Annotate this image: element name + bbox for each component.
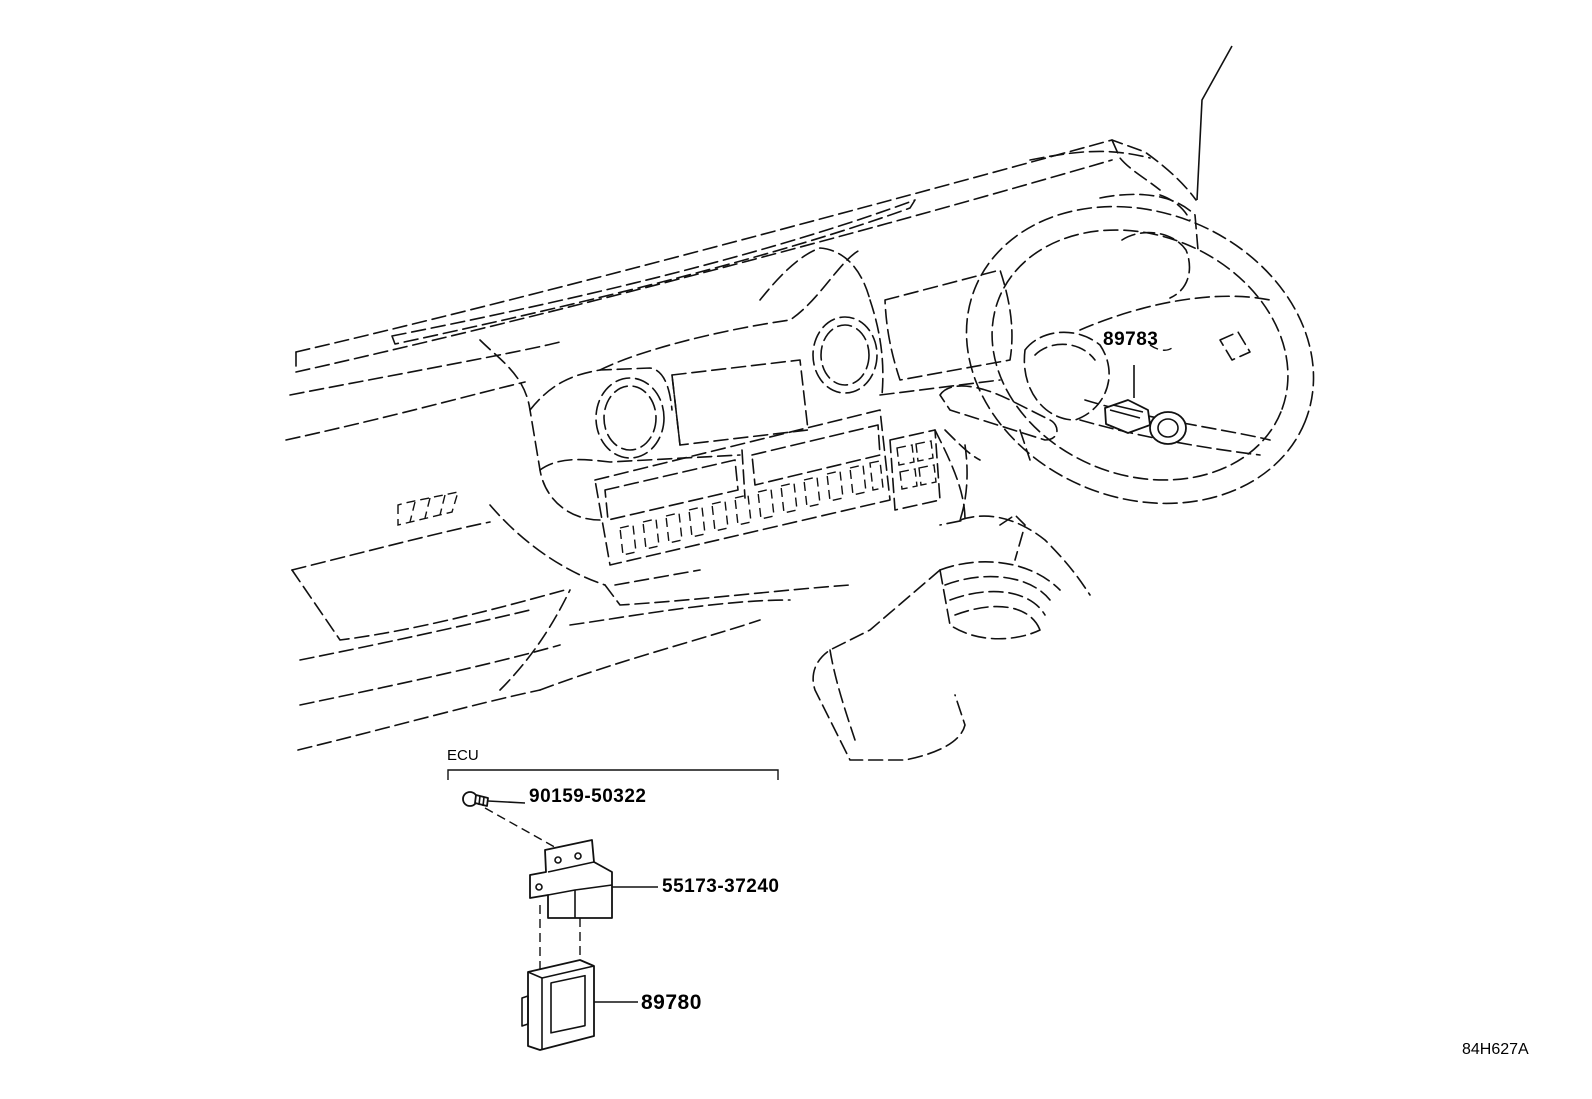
ecu-group-bracket bbox=[447, 769, 779, 780]
part-89780-shape bbox=[521, 959, 638, 1051]
callout-89780: 89780 bbox=[641, 991, 702, 1014]
part-90159-50322-shape bbox=[462, 791, 561, 851]
drawing-code: 84H627A bbox=[1462, 1041, 1529, 1058]
group-label-ecu: ECU bbox=[447, 747, 479, 764]
callout-55173-37240: 55173-37240 bbox=[662, 876, 780, 897]
part-55173-37240-shape bbox=[529, 839, 658, 975]
callout-89783: 89783 bbox=[1103, 329, 1159, 350]
dashboard-outline bbox=[285, 45, 1233, 751]
callout-90159-50322: 90159-50322 bbox=[529, 786, 647, 807]
steering-wheel-outline bbox=[812, 205, 1315, 761]
part-89783-shape bbox=[1104, 344, 1187, 445]
